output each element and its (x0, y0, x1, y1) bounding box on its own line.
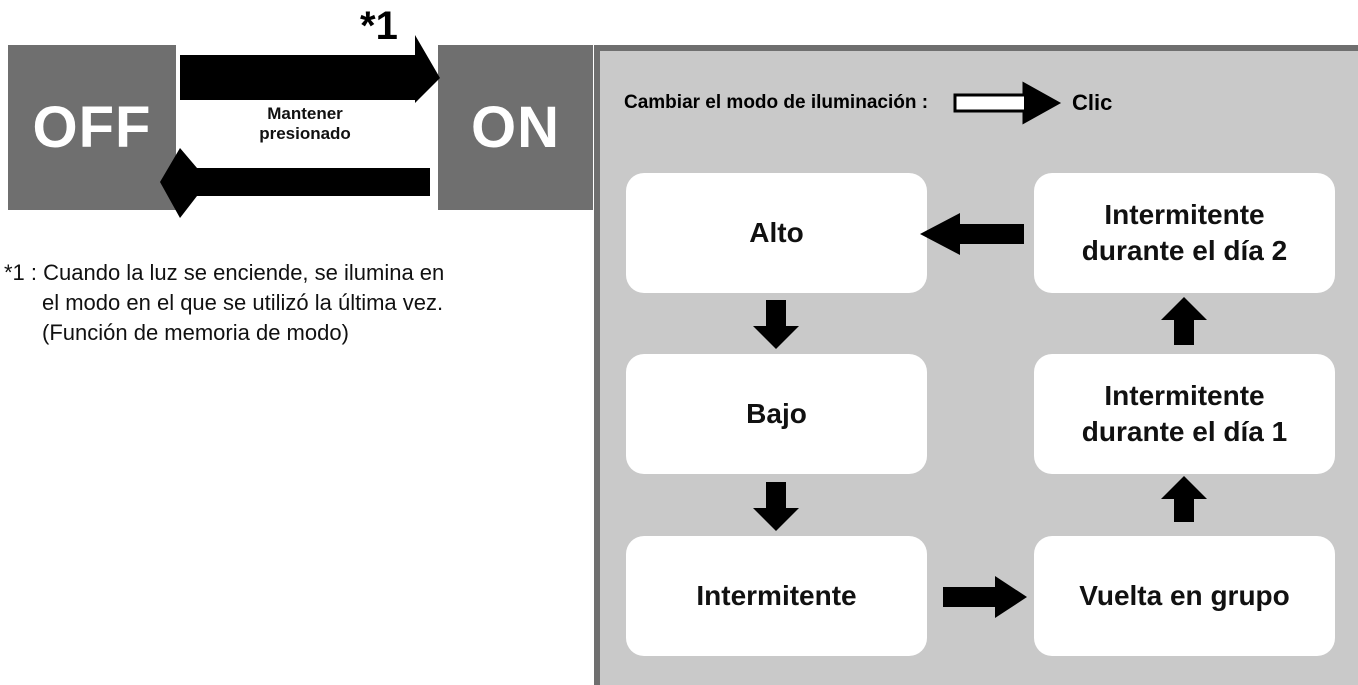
hold-label-line1: Mantener (267, 104, 343, 123)
arrow-d1-to-d2-icon (1161, 297, 1207, 345)
hold-press-label: Mantener presionado (200, 104, 410, 144)
arrow-d2-to-alto-icon (920, 213, 1024, 255)
note-line1: *1 : Cuando la luz se enciende, se ilumi… (4, 260, 445, 285)
memory-note: *1 : Cuando la luz se enciende, se ilumi… (4, 258, 584, 348)
legend-click-label: Clic (1072, 90, 1113, 115)
arrow-alto-to-bajo-icon (753, 300, 799, 349)
mode-dia2-line2: durante el día 2 (1081, 235, 1288, 266)
off-state-box: OFF (8, 45, 176, 210)
mode-intermitente-label: Intermitente (696, 580, 857, 611)
off-label: OFF (32, 95, 152, 160)
legend-arrow-head-icon (1024, 84, 1058, 122)
on-label: ON (471, 95, 560, 160)
mode-bajo-label: Bajo (746, 398, 807, 429)
mode-bajo: Bajo (626, 354, 927, 474)
note-line3: (Función de memoria de modo) (42, 320, 349, 345)
mode-dia2-line1: Intermitente (1104, 199, 1265, 230)
footnote-marker: *1 (360, 4, 398, 48)
arrow-grupo-to-d1-icon (1161, 476, 1207, 522)
mode-dia1-line2: durante el día 1 (1081, 416, 1288, 447)
hold-label-line2: presionado (259, 124, 351, 143)
note-line2: el modo en el que se utilizó la última v… (42, 290, 444, 315)
on-state-box: ON (438, 45, 593, 210)
mode-dia-1: Intermitente durante el día 1 (1034, 354, 1335, 474)
mode-intermitente: Intermitente (626, 536, 927, 656)
mode-dia-2: Intermitente durante el día 2 (1034, 173, 1335, 293)
arrow-bajo-to-inter-icon (753, 482, 799, 531)
arrow-inter-to-grupo-icon (943, 576, 1027, 618)
mode-vuelta-grupo: Vuelta en grupo (1034, 536, 1335, 656)
legend-label: Cambiar el modo de iluminación : (624, 92, 929, 113)
mode-vuelta-grupo-label: Vuelta en grupo (1079, 580, 1290, 611)
mode-dia1-line1: Intermitente (1104, 380, 1265, 411)
mode-alto-label: Alto (749, 217, 804, 248)
arrow-right-icon (180, 35, 440, 103)
arrow-left-icon (160, 148, 430, 218)
mode-alto: Alto (626, 173, 927, 293)
